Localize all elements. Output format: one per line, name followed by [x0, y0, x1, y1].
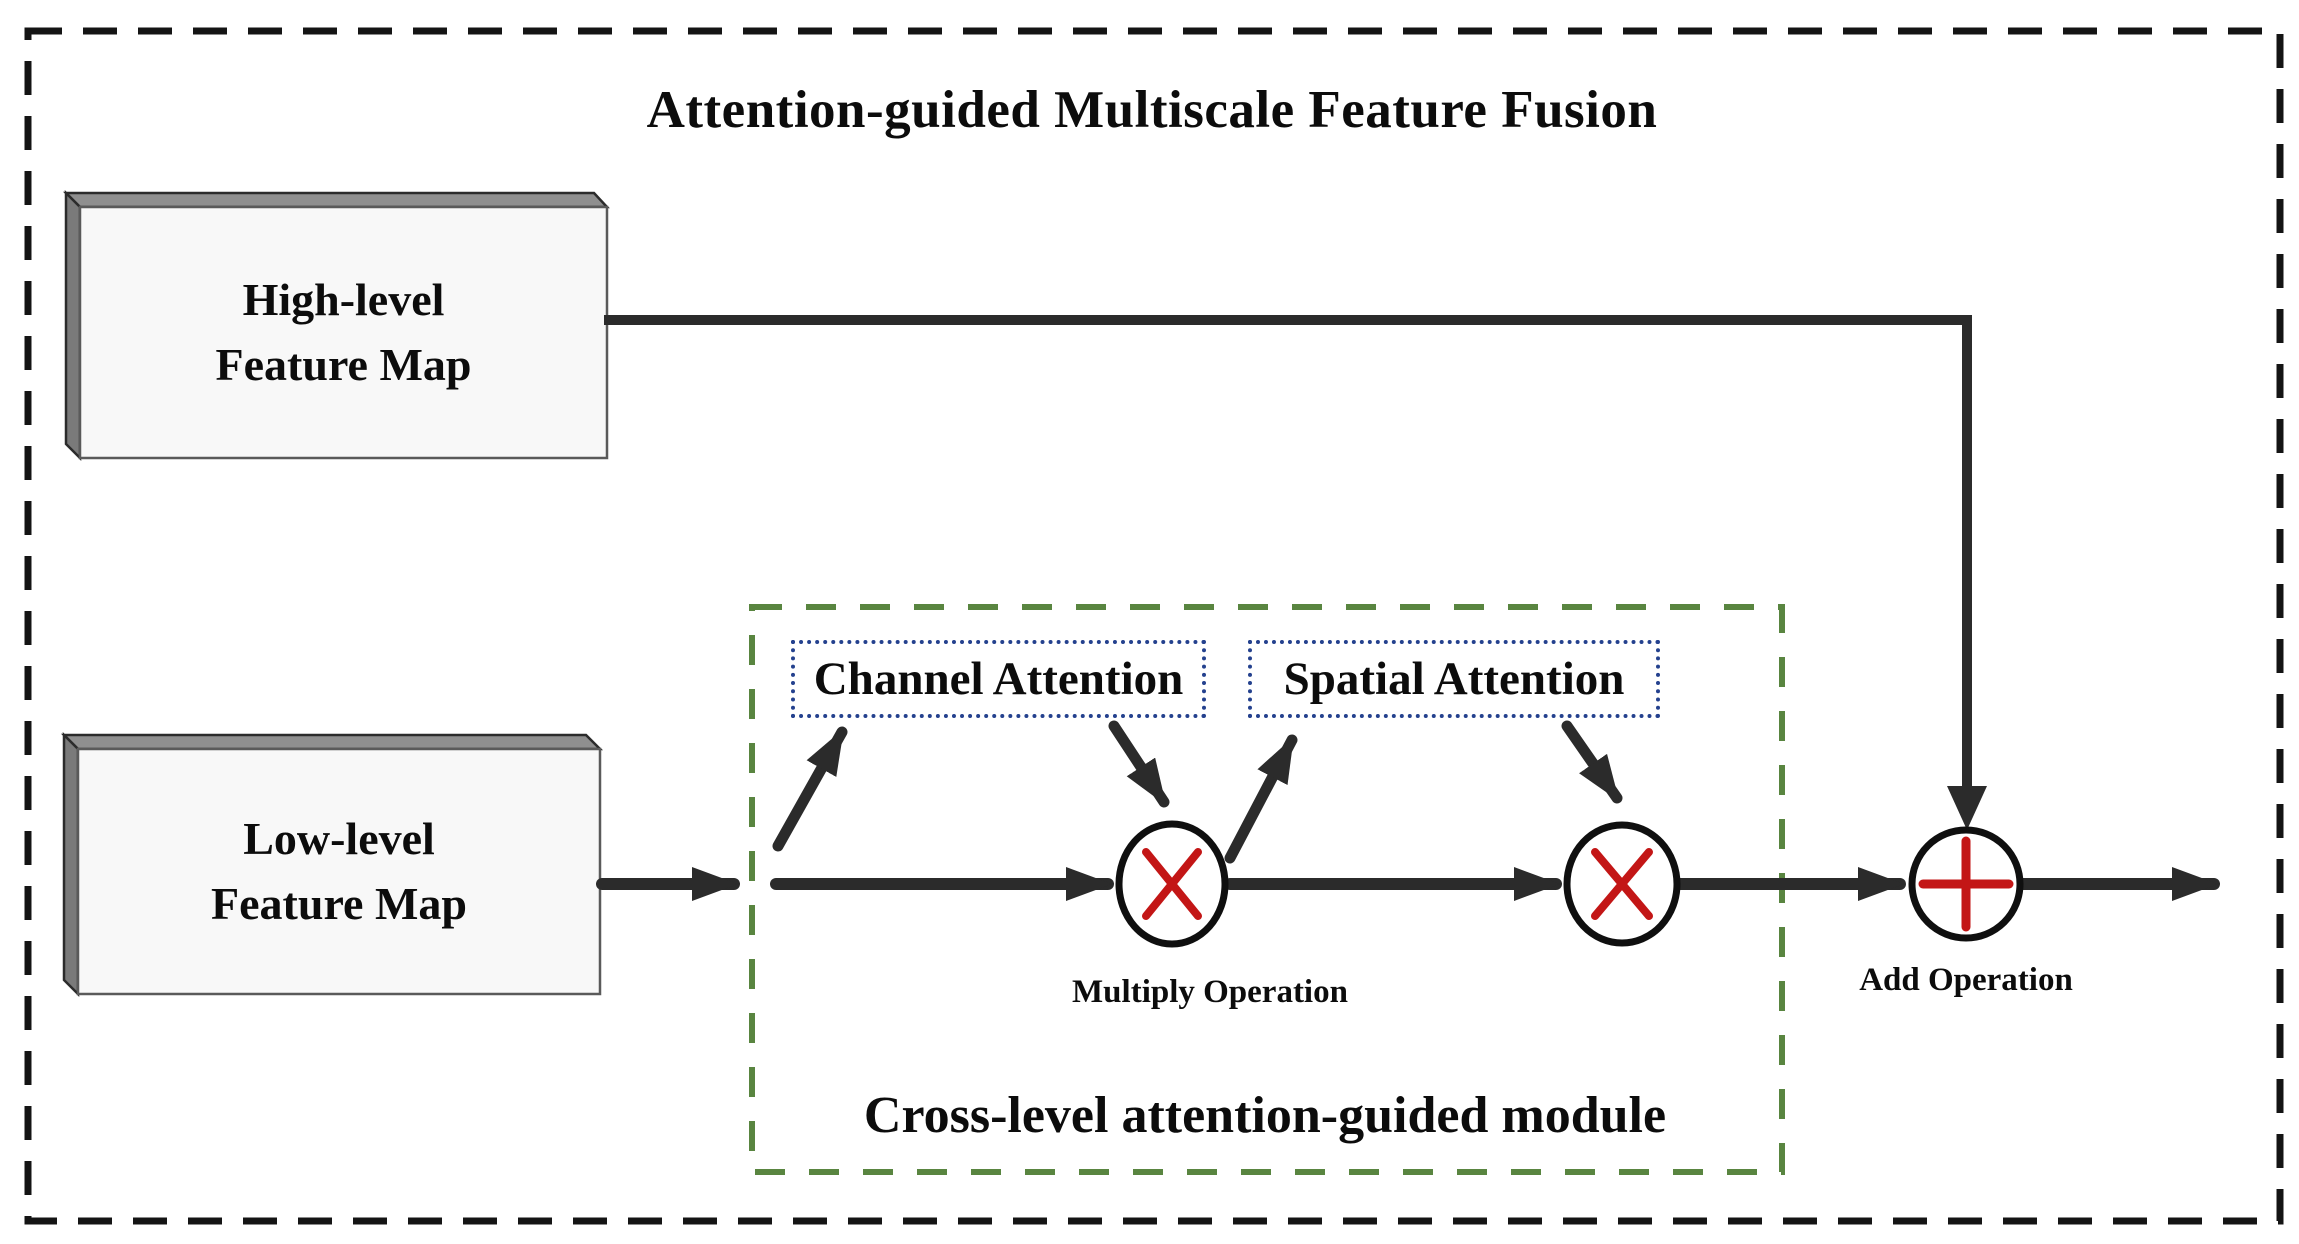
diagram-title: Attention-guided Multiscale Feature Fusi… — [646, 81, 1658, 139]
low-level-line1: Low-level — [243, 813, 435, 865]
low-level-line2: Feature Map — [211, 877, 467, 929]
multiply1-icon — [1115, 820, 1229, 948]
spatial-attention-box: Spatial Attention — [1248, 640, 1660, 718]
multiply2-icon — [1563, 821, 1681, 947]
channel-attention-label: Channel Attention — [813, 653, 1184, 705]
add-operation-label: Add Operation — [1859, 962, 2073, 998]
high-level-line1: High-level — [242, 274, 445, 326]
channel-attention-to-multiply1-arrow — [1108, 720, 1170, 808]
low-level-feature-map-label: Low-level Feature Map — [78, 749, 600, 994]
multiply1-to-spatial-attention-arrow — [1224, 734, 1298, 864]
low-level-feature-map-box — [60, 731, 604, 998]
high-level-feature-map-label: High-level Feature Map — [80, 207, 607, 458]
add-icon — [1908, 826, 2024, 942]
high-level-line2: Feature Map — [215, 338, 472, 390]
high-level-skip-connection-arrow — [604, 315, 1987, 830]
outer-dashed-border — [24, 27, 2284, 1225]
high-level-feature-map-box — [62, 189, 610, 462]
input-to-channel-attention-arrow — [772, 726, 848, 852]
multiply-operation-label: Multiply Operation — [1072, 974, 1348, 1010]
cross-level-module-label: Cross-level attention-guided module — [863, 1087, 1667, 1144]
channel-attention-box: Channel Attention — [791, 640, 1206, 718]
spatial-attention-to-multiply2-arrow — [1561, 720, 1623, 804]
spatial-attention-label: Spatial Attention — [1283, 653, 1625, 705]
